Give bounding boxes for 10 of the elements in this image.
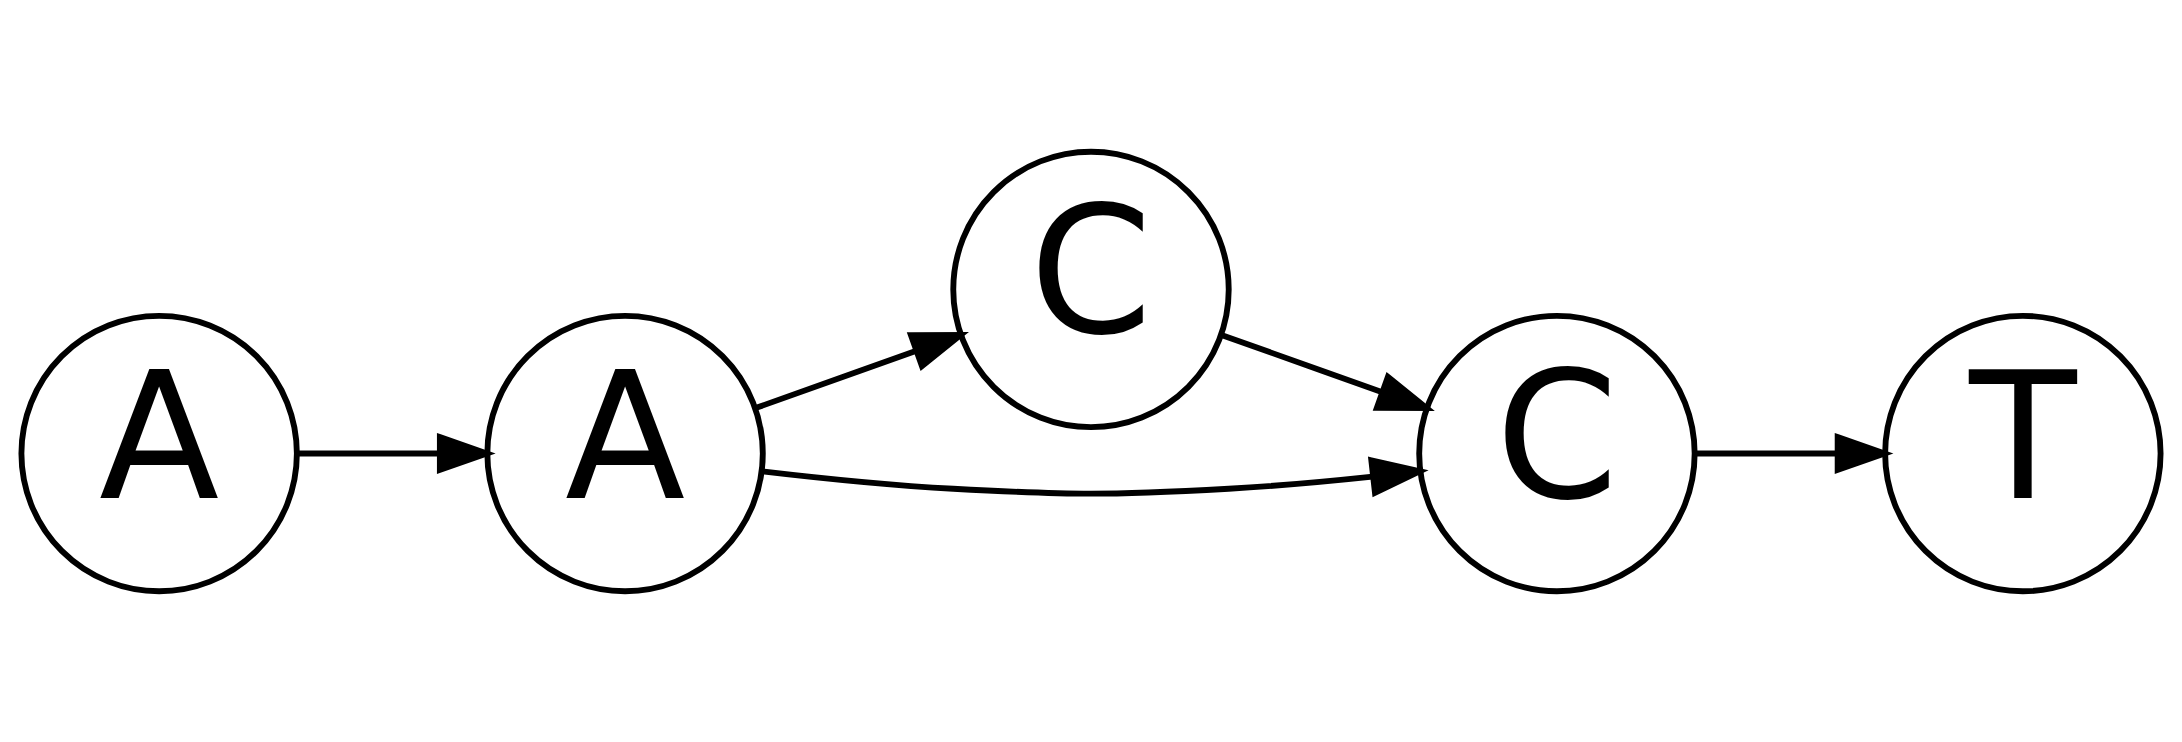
arrow [1695,432,1894,474]
node-circle: C [1416,312,1698,594]
node-circle: C [950,148,1232,430]
arrow [755,331,969,411]
arrow [761,456,1429,497]
node-circle: T [1882,312,2164,594]
arrow [297,432,496,474]
arrow [1221,331,1435,411]
node-circle: A [484,312,766,594]
node-circle: A [18,312,300,594]
